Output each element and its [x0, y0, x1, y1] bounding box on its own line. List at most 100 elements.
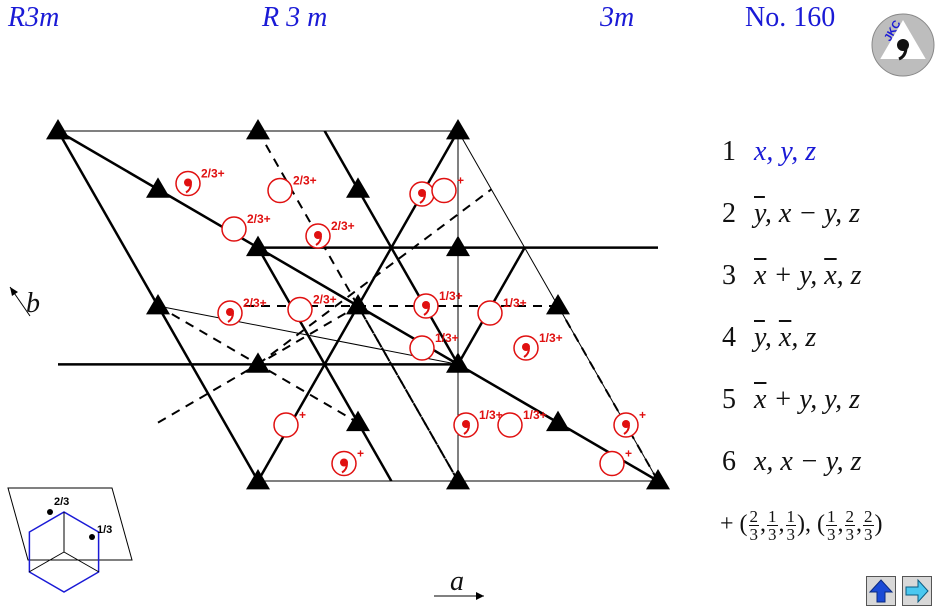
comma-tail	[623, 424, 630, 435]
height-label: +	[357, 447, 364, 461]
threefold-axes	[46, 119, 670, 490]
threefold-axis-icon	[546, 294, 570, 315]
equivalent-position: 2/3+	[175, 167, 225, 197]
height-label: 2/3+	[313, 293, 337, 307]
equivalent-position: 1/3+	[453, 408, 503, 438]
axis-a-arrowhead	[476, 592, 484, 600]
position-circle	[221, 216, 247, 242]
position-circle	[497, 412, 523, 438]
threefold-axis-icon	[246, 235, 270, 257]
equivalent-position: 1/3+	[497, 408, 547, 438]
operation-expression: y, x − y, z	[754, 198, 860, 229]
equivalent-positions: 2/3+ 2/3+ 2/3+ 2/3+ 2/3+ 2/3+ + +1/3+ 1/3+ 1/3+ 1/…	[175, 167, 646, 477]
equivalent-position: 2/3+	[221, 212, 271, 242]
operation-expression: x + y, x, z	[754, 260, 862, 291]
position-circle	[273, 412, 299, 438]
position-circle	[477, 300, 503, 326]
inset-point	[89, 534, 95, 540]
height-label: 2/3+	[293, 174, 317, 188]
space-group-number: No. 160	[745, 2, 836, 33]
operation-expression: x, y, z	[754, 136, 817, 167]
threefold-axis-icon	[446, 119, 470, 140]
position-circle	[409, 335, 435, 361]
next-arrow-button[interactable]	[902, 576, 932, 606]
comma-tail	[185, 183, 192, 194]
comma-tail	[341, 463, 348, 474]
threefold-axis-icon	[146, 294, 170, 315]
up-arrow-button[interactable]	[866, 576, 896, 606]
symbol-short: R3m	[8, 2, 60, 33]
jkc-logo-icon: JKC	[871, 13, 935, 77]
comma-tail	[463, 424, 470, 435]
equivalent-position: 2/3+	[305, 219, 355, 249]
position-circle	[599, 450, 625, 477]
operation-number: 6	[722, 446, 736, 477]
operation-1: 1 x, y, z	[722, 136, 816, 168]
right-arrow-icon	[905, 578, 929, 604]
operation-5: 5 x + y, y, z	[722, 384, 860, 416]
inset-edge	[28, 551, 65, 573]
operation-expression: x, x − y, z	[754, 446, 862, 477]
operation-6: 6 x, x − y, z	[722, 446, 862, 478]
threefold-axis-icon	[246, 469, 270, 490]
inset-height-label: 2/3	[54, 496, 69, 508]
operation-number: 1	[722, 136, 736, 167]
comma-tail	[423, 305, 430, 316]
threefold-axis-icon	[646, 469, 670, 490]
height-label: +	[457, 174, 464, 188]
operation-4: 4 y, x, z	[722, 322, 816, 354]
position-circle	[267, 177, 293, 204]
equivalent-position: +	[599, 447, 632, 477]
inset-edge	[63, 551, 100, 573]
height-label: +	[299, 408, 306, 422]
inset-point	[47, 509, 53, 515]
threefold-axis-icon	[546, 410, 570, 432]
height-label: 1/3+	[479, 408, 503, 422]
height-label: +	[639, 408, 646, 422]
position-circle	[287, 296, 313, 323]
operation-expression: y, x, z	[754, 322, 817, 353]
height-label: 2/3+	[247, 212, 271, 226]
threefold-axis-icon	[346, 294, 370, 315]
height-label: +	[625, 447, 632, 461]
inset-cell-diagram: 2/31/3	[7, 487, 133, 593]
operation-number: 2	[722, 198, 736, 229]
threefold-axis-icon	[146, 177, 170, 198]
axis-arrows	[9, 286, 484, 600]
glide-line	[557, 305, 659, 482]
height-label: 2/3+	[331, 219, 355, 233]
height-label: 1/3+	[503, 296, 527, 310]
height-label: 2/3+	[243, 296, 267, 310]
equivalent-position: +	[331, 447, 364, 477]
threefold-axis-icon	[346, 410, 370, 432]
operation-number: 5	[722, 384, 736, 415]
equivalent-position: 1/3+	[413, 289, 463, 319]
equivalent-position: 2/3+	[287, 293, 337, 323]
operation-2: 2 y, x − y, z	[722, 198, 860, 230]
equivalent-position: +	[273, 408, 306, 438]
threefold-axis-icon	[246, 119, 270, 140]
equivalent-position: 2/3+	[267, 174, 317, 204]
threefold-axis-icon	[446, 352, 470, 373]
axis-b-label: b	[26, 288, 40, 319]
up-arrow-icon	[868, 579, 894, 603]
operation-number: 4	[722, 322, 736, 353]
height-label: 1/3+	[539, 331, 563, 345]
equivalent-position: 1/3+	[409, 331, 459, 361]
threefold-axis-icon	[46, 119, 70, 140]
comma-tail	[315, 235, 322, 246]
height-label: 2/3+	[201, 167, 225, 181]
operation-expression: x + y, y, z	[754, 384, 860, 415]
equivalent-position: 2/3+	[217, 296, 267, 326]
height-label: 1/3+	[523, 408, 547, 422]
threefold-axis-icon	[246, 352, 270, 373]
inset-cell	[7, 487, 133, 561]
